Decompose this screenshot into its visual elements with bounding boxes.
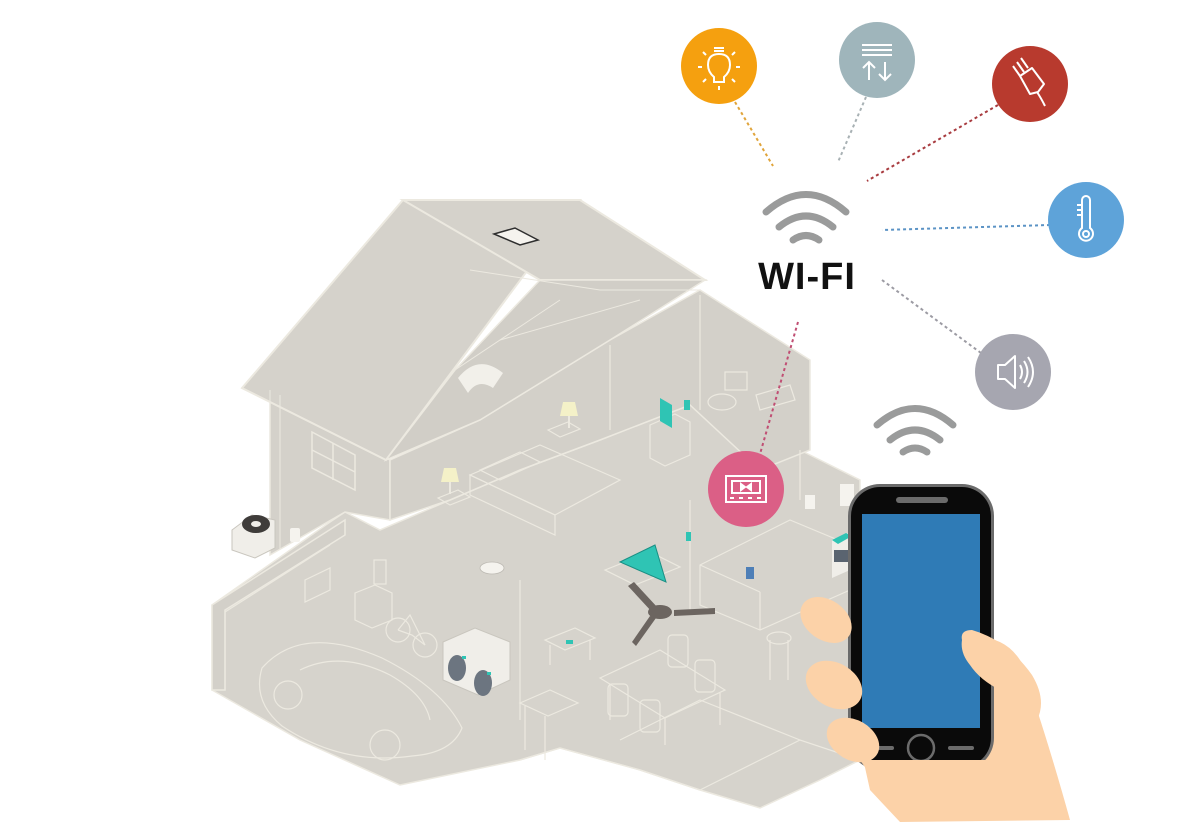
ac-unit bbox=[231, 514, 276, 559]
office-tablet bbox=[566, 640, 573, 644]
wall-thermostat-upstairs bbox=[684, 400, 690, 410]
hand-holding-phone bbox=[800, 484, 1070, 822]
bedroom-tv bbox=[660, 398, 672, 428]
garage-wall bbox=[211, 518, 346, 691]
phone-speaker bbox=[896, 497, 948, 503]
speaker-icon bbox=[997, 355, 1034, 389]
wifi-label: WI-FI bbox=[758, 256, 856, 298]
wifi-hub-icon bbox=[762, 191, 850, 244]
line-blinds bbox=[837, 96, 867, 163]
wall-switch-teal bbox=[686, 532, 691, 541]
hand-finger-1 bbox=[800, 597, 852, 643]
wall-oven bbox=[840, 484, 854, 506]
hand-finger-2 bbox=[805, 660, 863, 710]
control-panel-icon bbox=[725, 475, 767, 503]
washer-dryer bbox=[442, 627, 511, 696]
device-power-outlet[interactable] bbox=[992, 46, 1068, 122]
device-lighting[interactable] bbox=[681, 28, 757, 104]
phone-home-button[interactable] bbox=[906, 733, 936, 763]
hand-thumb bbox=[961, 630, 1041, 720]
phone-screen[interactable] bbox=[862, 514, 980, 728]
phone-wifi-icon bbox=[873, 405, 957, 456]
living-room-tv bbox=[618, 544, 667, 583]
device-security-panel[interactable] bbox=[708, 451, 784, 527]
device-blinds[interactable] bbox=[839, 22, 915, 98]
phone-menu-key bbox=[948, 746, 974, 750]
lightbulb-icon bbox=[698, 47, 740, 90]
smoke-detector bbox=[479, 561, 505, 575]
bedroom-lamps bbox=[441, 402, 578, 494]
line-security bbox=[759, 321, 799, 455]
side-window bbox=[311, 430, 356, 492]
skylight bbox=[491, 227, 541, 246]
device-audio[interactable] bbox=[975, 334, 1051, 410]
connection-lines bbox=[734, 96, 1051, 455]
line-power bbox=[866, 104, 999, 182]
blinds-up-down-icon bbox=[862, 44, 892, 82]
device-thermostat[interactable] bbox=[1048, 182, 1124, 258]
attic-fan bbox=[458, 364, 503, 393]
house bbox=[211, 199, 861, 809]
ceiling-fan bbox=[628, 582, 715, 646]
fridge-panel bbox=[746, 567, 754, 579]
coffee-maker bbox=[805, 495, 815, 509]
stove-top bbox=[832, 533, 852, 544]
line-lighting bbox=[734, 101, 774, 167]
hand-finger-3 bbox=[826, 717, 880, 763]
interior-outlines bbox=[224, 295, 861, 791]
plug-icon bbox=[1012, 57, 1046, 107]
line-audio bbox=[881, 279, 982, 354]
outdoor-sensor bbox=[290, 528, 300, 542]
line-thermostat bbox=[881, 224, 1051, 231]
thermometer-icon bbox=[1077, 195, 1094, 242]
stove-window bbox=[834, 550, 848, 562]
hand-lower bbox=[860, 760, 1060, 818]
